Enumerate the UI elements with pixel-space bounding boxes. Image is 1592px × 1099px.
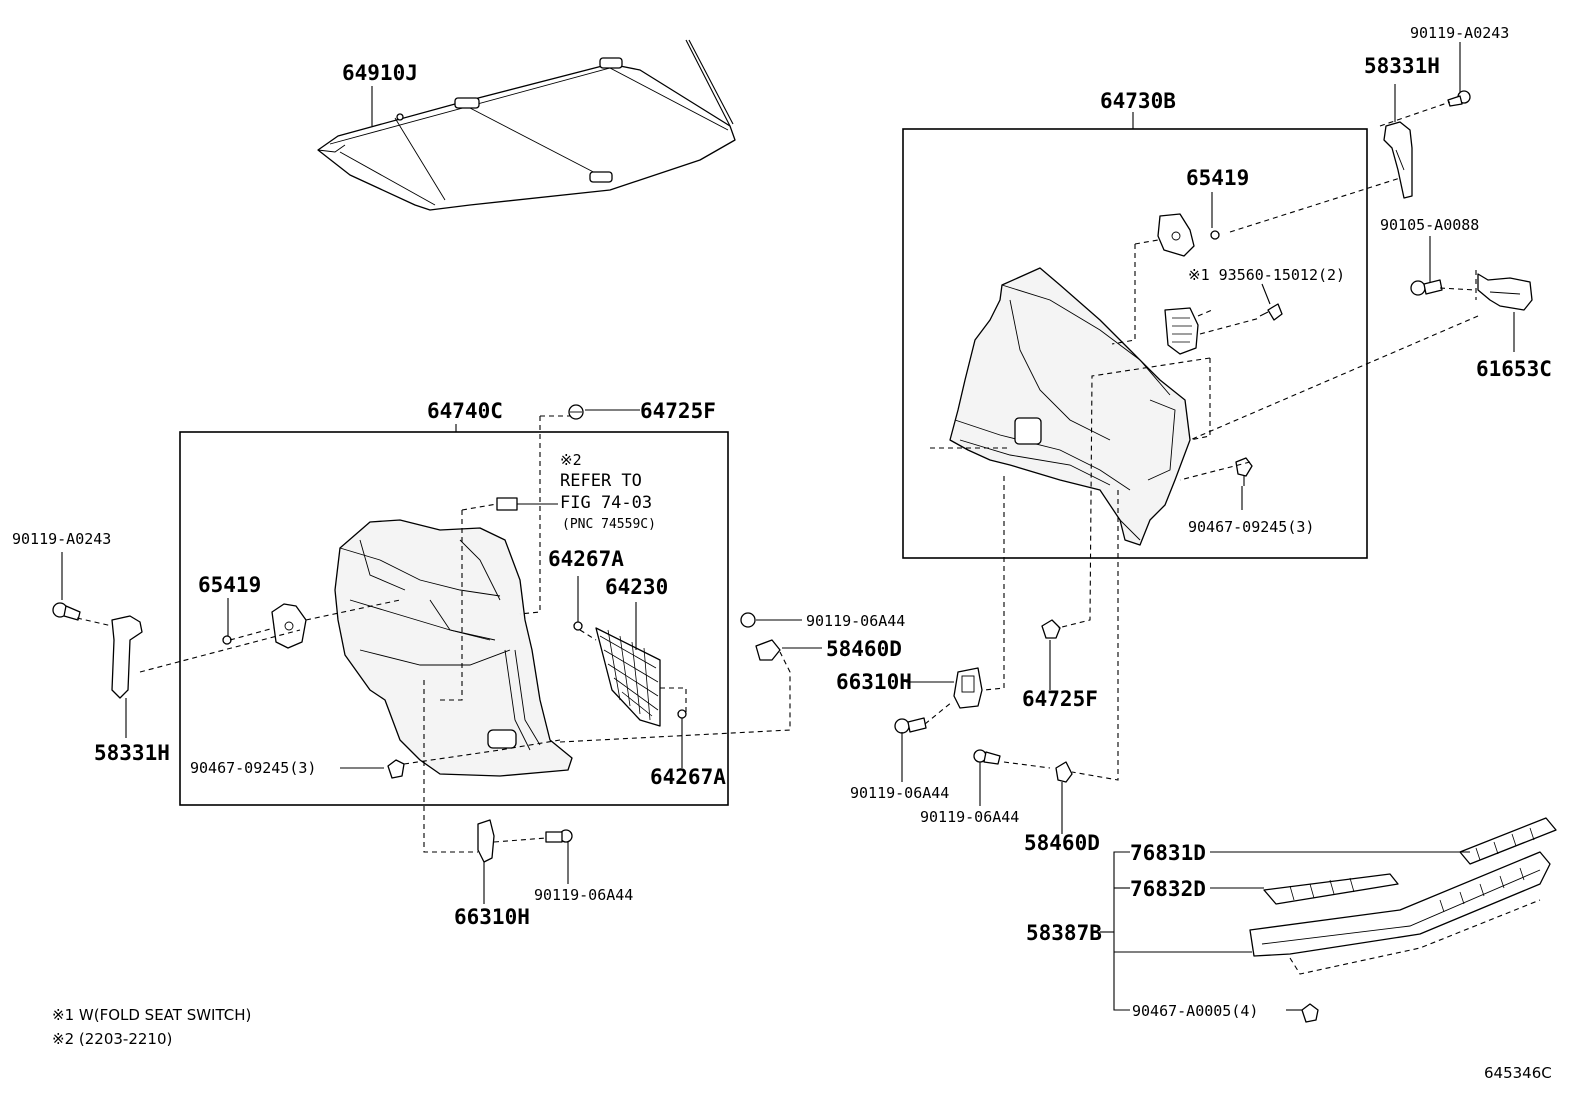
screw-93560 bbox=[1267, 303, 1283, 321]
refer-mark: ※2 bbox=[560, 451, 582, 469]
label-64725F-bot: 64725F bbox=[1022, 687, 1098, 711]
label-90467-09245-right: 90467-09245(3) bbox=[1188, 518, 1314, 536]
bracket-66310H-mid bbox=[953, 667, 983, 709]
label-58387B: 58387B bbox=[1026, 921, 1102, 945]
bolt-90105-A0088 bbox=[1410, 279, 1443, 296]
side-trim-left-illustration bbox=[334, 519, 573, 777]
scuff-plate-76831D bbox=[1459, 817, 1557, 865]
refer-switch-part bbox=[496, 497, 518, 511]
clip-64725F-bot bbox=[1041, 619, 1061, 639]
clip-90467-left bbox=[387, 759, 405, 779]
bolt-90119-06A44-mid bbox=[740, 612, 756, 628]
bracket-58331H-left bbox=[111, 615, 143, 699]
label-58460D-a: 58460D bbox=[826, 637, 902, 661]
label-58331H-right: 58331H bbox=[1364, 54, 1440, 78]
side-trim-right-illustration bbox=[949, 267, 1191, 546]
bracket-65419-right bbox=[1157, 213, 1195, 257]
label-90119-06A44-c: 90119-06A44 bbox=[920, 808, 1019, 826]
label-65419-right: 65419 bbox=[1186, 166, 1249, 190]
label-90119-A0243-right: 90119-A0243 bbox=[1410, 24, 1509, 42]
scuff-plate-58387B bbox=[1249, 851, 1551, 975]
label-61653C: 61653C bbox=[1476, 357, 1552, 381]
bolt-90119-A0243-left bbox=[52, 602, 81, 621]
bracket-61653C bbox=[1477, 273, 1533, 311]
label-90467-09245-left: 90467-09245(3) bbox=[190, 759, 316, 777]
label-65419-left: 65419 bbox=[198, 573, 261, 597]
bolt-90119-06A44-mid2 bbox=[894, 717, 927, 734]
illustration-id: 645346C bbox=[1484, 1064, 1552, 1082]
footnote-2: ※2 (2203-2210) bbox=[52, 1030, 172, 1048]
clip-65419-left bbox=[222, 635, 232, 645]
label-64730B: 64730B bbox=[1100, 89, 1176, 113]
refer-line3: (PNC 74559C) bbox=[562, 517, 656, 532]
clip-64725F-top bbox=[568, 404, 584, 420]
label-76831D: 76831D bbox=[1130, 841, 1206, 865]
label-58460D-b: 58460D bbox=[1024, 831, 1100, 855]
bracket-66310H-lower bbox=[477, 819, 495, 863]
bolt-90119-06A44-lower bbox=[545, 829, 573, 843]
scuff-plate-76832D bbox=[1263, 873, 1399, 905]
box-64740C bbox=[179, 431, 729, 806]
label-64230: 64230 bbox=[605, 575, 668, 599]
label-66310H-a: 66310H bbox=[836, 670, 912, 694]
clip-64267A-top bbox=[573, 621, 583, 631]
assembly-lines bbox=[76, 101, 1479, 853]
box-64730B bbox=[902, 128, 1368, 559]
label-90119-06A44-a: 90119-06A44 bbox=[806, 612, 905, 630]
bolt-90119-06A44-bot bbox=[973, 749, 1001, 765]
bracket-65419-left bbox=[271, 603, 307, 649]
bolt-90119-A0243-right bbox=[1447, 90, 1471, 107]
label-64740C: 64740C bbox=[427, 399, 503, 423]
label-58331H-left: 58331H bbox=[94, 741, 170, 765]
refer-line2: FIG 74-03 bbox=[560, 493, 652, 513]
clip-65419-right bbox=[1210, 230, 1220, 240]
label-76832D: 76832D bbox=[1130, 877, 1206, 901]
clip-58460D-bot bbox=[1055, 761, 1073, 783]
label-90119-A0243-left: 90119-A0243 bbox=[12, 530, 111, 548]
label-93560: ※1 93560-15012(2) bbox=[1188, 266, 1345, 284]
leader-lines bbox=[61, 42, 1515, 1011]
label-90105-A0088: 90105-A0088 bbox=[1380, 216, 1479, 234]
label-90119-06A44-b: 90119-06A44 bbox=[850, 784, 949, 802]
label-64267A-top: 64267A bbox=[548, 547, 624, 571]
net-64230 bbox=[595, 627, 661, 727]
label-90119-06A44-d: 90119-06A44 bbox=[534, 886, 633, 904]
label-64725F-top: 64725F bbox=[640, 399, 716, 423]
footnote-1: ※1 W(FOLD SEAT SWITCH) bbox=[52, 1006, 251, 1024]
clip-64267A-bot bbox=[677, 709, 687, 719]
clip-90467-A0005 bbox=[1301, 1003, 1319, 1023]
tonneau-cover-illustration bbox=[317, 39, 736, 211]
bracket-58331H-right bbox=[1383, 121, 1413, 199]
switch-93560 bbox=[1164, 307, 1199, 355]
clip-58460D-mid bbox=[755, 639, 781, 661]
label-66310H-b: 66310H bbox=[454, 905, 530, 929]
label-64910J: 64910J bbox=[342, 61, 418, 85]
label-90467-A0005: 90467-A0005(4) bbox=[1132, 1002, 1258, 1020]
refer-line1: REFER TO bbox=[560, 471, 642, 491]
label-64267A-bot: 64267A bbox=[650, 765, 726, 789]
